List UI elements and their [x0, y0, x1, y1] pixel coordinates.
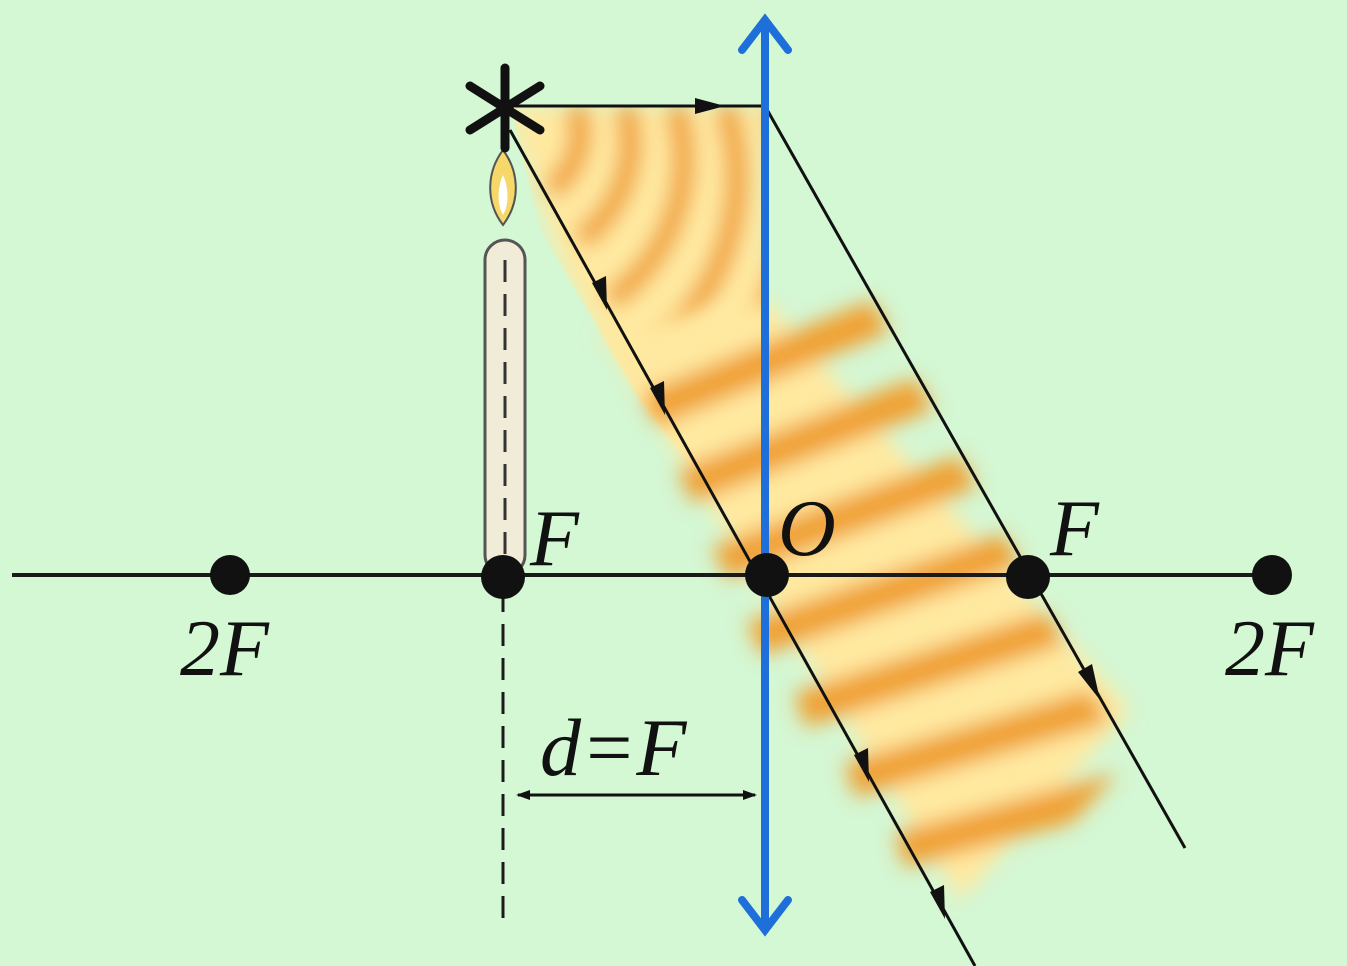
point-right-2f [1252, 555, 1292, 595]
ray-central [508, 129, 977, 966]
ray-central-arrow-2 [650, 381, 665, 415]
point-center-o [745, 553, 789, 597]
label-distance: d=F [540, 702, 687, 793]
ray-parallel-refracted-arrow [1078, 664, 1100, 700]
label-left-2f: 2F [180, 605, 270, 693]
point-left-f [481, 555, 525, 599]
point-left-2f [210, 555, 250, 595]
ray-central-arrow-1 [592, 276, 607, 310]
label-right-f: F [1049, 485, 1100, 573]
ray-central-arrow-3 [854, 748, 869, 782]
label-right-2f: 2F [1225, 605, 1315, 693]
asterisk-star-icon [465, 63, 545, 153]
ray-parallel-refracted [763, 105, 1187, 849]
ray-central-arrow-4 [930, 885, 945, 919]
label-left-f: F [529, 495, 580, 583]
label-center-o: O [778, 485, 836, 573]
candle-icon [483, 148, 527, 577]
ray-parallel-arrow [695, 98, 725, 114]
convex-lens [738, 13, 792, 937]
point-right-f [1006, 555, 1050, 599]
beam-parallel [600, 283, 1130, 900]
